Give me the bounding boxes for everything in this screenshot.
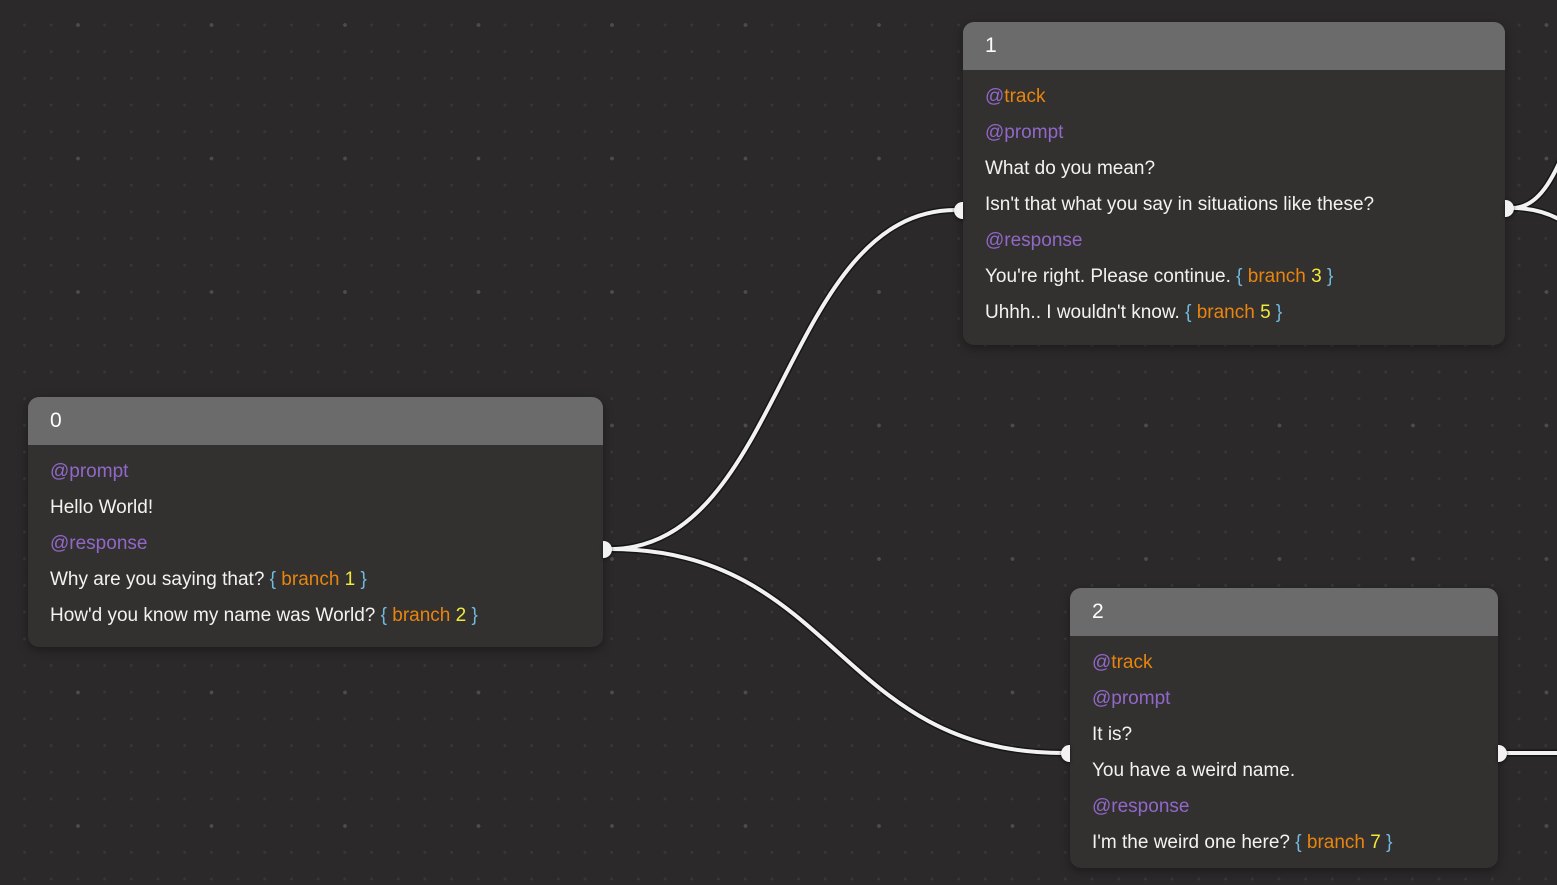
node-text-line: Hello World!: [50, 490, 581, 526]
token-keyword: @prompt: [1092, 688, 1171, 709]
token-plain: What do you mean?: [985, 158, 1156, 179]
token-brace: {: [1295, 832, 1307, 853]
node-text-line: @response: [985, 223, 1483, 259]
token-track: branch: [392, 605, 456, 626]
token-track: branch: [1306, 832, 1371, 853]
token-number: 1: [344, 569, 356, 590]
node-text-line: Why are you saying that? { branch 1 }: [50, 562, 581, 598]
edge-shadow: [1508, 159, 1557, 212]
token-brace: }: [355, 569, 367, 590]
token-track: track: [1111, 652, 1153, 673]
node-text-line: You're right. Please continue. { branch …: [985, 259, 1483, 295]
connection-edge[interactable]: [1510, 62, 1557, 210]
node-text-line: @prompt: [50, 454, 581, 490]
token-track: branch: [1247, 266, 1312, 287]
node-text-line: @prompt: [985, 115, 1483, 151]
input-socket[interactable]: [954, 201, 963, 219]
token-brace: {: [1185, 302, 1197, 323]
node-header[interactable]: 1: [963, 22, 1505, 70]
token-brace: {: [269, 569, 282, 590]
token-plain: Isn't that what you say in situations li…: [985, 194, 1375, 215]
token-keyword: @: [1092, 652, 1112, 673]
token-keyword: @prompt: [50, 461, 129, 482]
token-plain: I'm the weird one here?: [1092, 832, 1296, 853]
connection-edge[interactable]: [1510, 206, 1557, 290]
node-2[interactable]: 2 @track @prompt It is? You have a weird nam…: [1070, 588, 1498, 868]
token-track: branch: [281, 569, 345, 590]
node-text-line: It is?: [1092, 717, 1476, 753]
token-brace: {: [380, 605, 393, 626]
token-number: 7: [1370, 832, 1381, 853]
node-body: @track @prompt It is? You have a weird name…: [1070, 636, 1498, 873]
input-socket[interactable]: [1061, 744, 1070, 762]
node-text-line: @track: [985, 79, 1483, 115]
node-text-line: @track: [1092, 645, 1476, 681]
node-text-line: @prompt: [1092, 681, 1476, 717]
token-brace: }: [1270, 302, 1283, 323]
token-plain: Uhhh.. I wouldn't know.: [985, 302, 1186, 323]
node-text-line: @response: [1092, 789, 1476, 825]
token-brace: }: [1321, 266, 1334, 287]
token-brace: }: [1380, 832, 1393, 853]
token-track: branch: [1196, 302, 1261, 323]
token-plain: It is?: [1092, 724, 1133, 745]
edge-shadow: [1508, 204, 1557, 223]
token-plain: You have a weird name.: [1092, 760, 1296, 781]
token-keyword: @response: [1092, 796, 1190, 817]
output-socket[interactable]: [1505, 199, 1514, 217]
token-track: track: [1004, 86, 1046, 107]
token-plain: You're right. Please continue.: [985, 266, 1237, 287]
node-text-line: I'm the weird one here? { branch 7 }: [1092, 825, 1476, 861]
output-socket[interactable]: [1498, 744, 1507, 762]
node-header[interactable]: 0: [28, 397, 603, 445]
token-keyword: @response: [985, 230, 1083, 251]
token-keyword: @response: [50, 533, 148, 554]
token-number: 2: [455, 605, 467, 626]
node-text-line: How'd you know my name was World? { bran…: [50, 598, 581, 634]
node-header[interactable]: 2: [1070, 588, 1498, 636]
node-text-line: Uhhh.. I wouldn't know. { branch 5 }: [985, 295, 1483, 331]
token-brace: {: [1236, 266, 1248, 287]
node-text-line: What do you mean?: [985, 151, 1483, 187]
token-keyword: @: [985, 86, 1005, 107]
connection-edge[interactable]: [608, 208, 958, 551]
node-title: 1: [985, 34, 997, 57]
token-plain: How'd you know my name was World?: [50, 605, 381, 626]
token-plain: Why are you saying that?: [50, 569, 270, 590]
token-plain: Hello World!: [50, 497, 154, 518]
token-brace: }: [466, 605, 478, 626]
node-title: 2: [1092, 600, 1104, 623]
output-socket[interactable]: [603, 540, 612, 558]
node-text-line: @response: [50, 526, 581, 562]
node-title: 0: [50, 409, 62, 432]
token-number: 3: [1311, 266, 1322, 287]
token-keyword: @prompt: [985, 122, 1064, 143]
node-text-line: You have a weird name.: [1092, 753, 1476, 789]
connection-edge[interactable]: [608, 547, 1065, 755]
node-text-line: Isn't that what you say in situations li…: [985, 187, 1483, 223]
token-number: 5: [1260, 302, 1271, 323]
